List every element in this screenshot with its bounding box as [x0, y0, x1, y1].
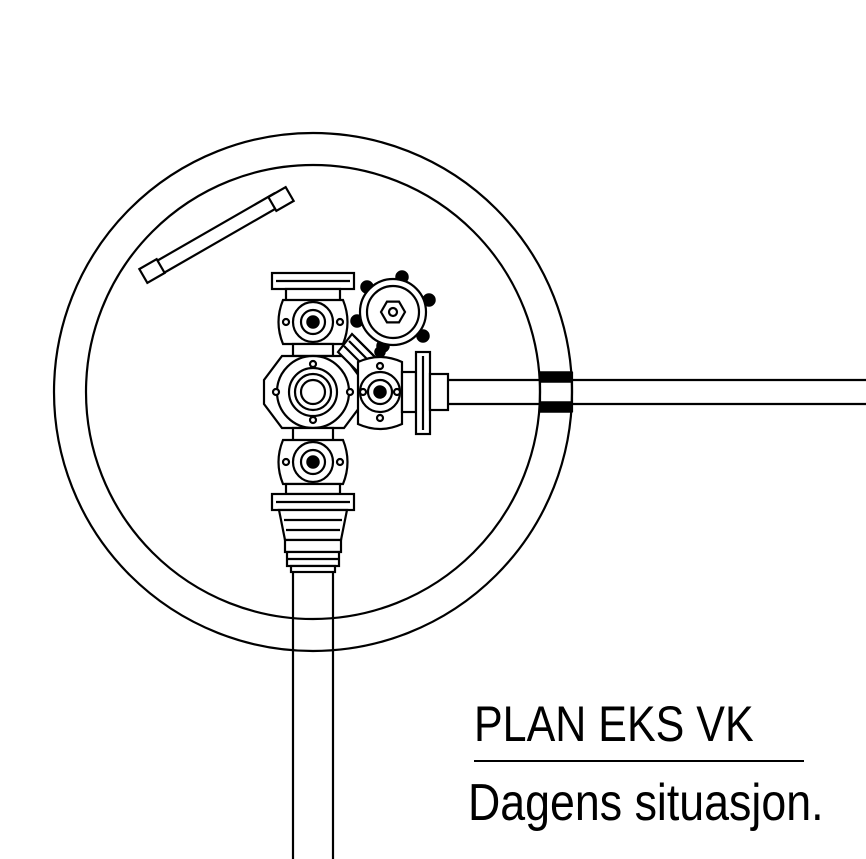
- title-underline: [474, 760, 804, 762]
- step-bar: [137, 185, 296, 285]
- drawing-title: PLAN EKS VK: [474, 696, 754, 752]
- outlet-pipe-vertical: [291, 570, 335, 859]
- pipe-horizontal: [448, 371, 866, 413]
- drawing-subtitle: Dagens situasjon.: [468, 774, 824, 832]
- valve-assembly: [262, 270, 450, 574]
